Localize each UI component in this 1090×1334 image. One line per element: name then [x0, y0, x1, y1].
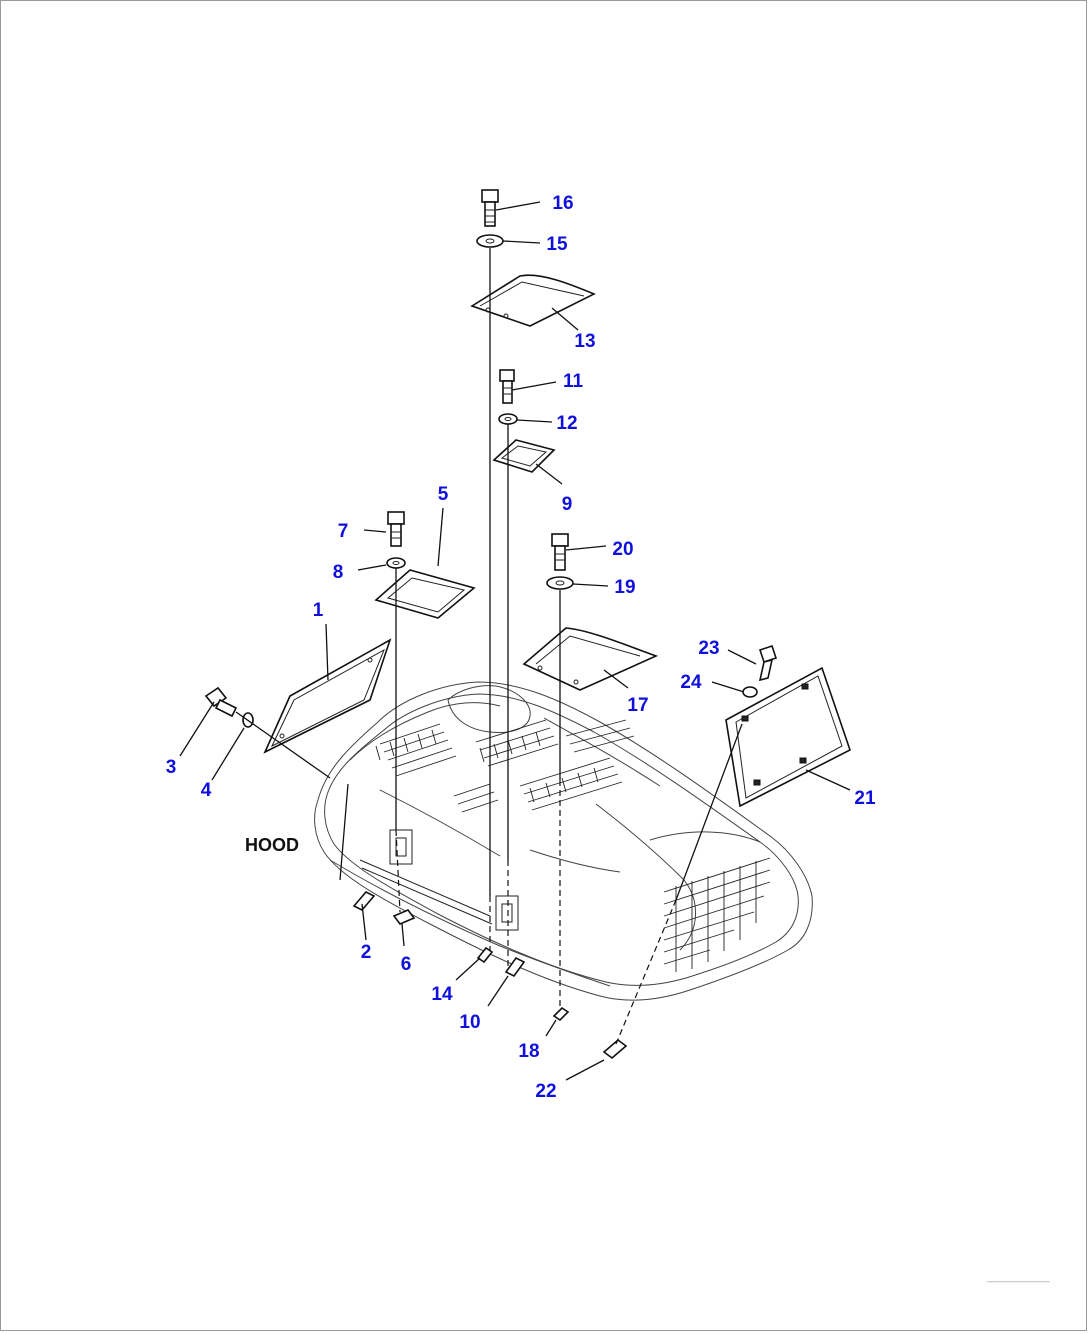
- part-24-washer: [742, 686, 758, 698]
- callout-22: 22: [535, 1081, 556, 1102]
- part-10-nut: [504, 956, 526, 978]
- part-19-washer: [546, 576, 574, 590]
- part-12-washer: [498, 413, 518, 425]
- callout-21: 21: [854, 788, 876, 809]
- callout-20: 20: [612, 539, 633, 560]
- callout-17: 17: [627, 695, 648, 716]
- callout-4: 4: [201, 780, 212, 801]
- part-8-washer: [386, 557, 406, 569]
- diagram-title: HOOD: [245, 835, 299, 855]
- hood-vents: [375, 719, 635, 813]
- hood-body: [314, 681, 813, 1001]
- callout-13: 13: [574, 331, 595, 352]
- part-1-side-panel: [263, 638, 392, 754]
- callout-12: 12: [556, 413, 577, 434]
- part-13-cover: [470, 274, 596, 327]
- callout-9: 9: [562, 494, 573, 515]
- part-22-nut: [602, 1038, 628, 1060]
- footer-code: ———————: [987, 1276, 1050, 1286]
- part-6-nut: [392, 909, 416, 925]
- callouts: 16 15 13 11 12 9 5 7 8 1 20 19 17 23 24 …: [166, 193, 876, 1102]
- callout-24: 24: [680, 672, 702, 693]
- callout-7: 7: [338, 521, 349, 542]
- callout-19: 19: [614, 577, 635, 598]
- part-9-plate: [492, 439, 556, 473]
- hood-latches: [359, 829, 519, 931]
- part-17-cover: [522, 627, 659, 691]
- callout-16: 16: [552, 193, 573, 214]
- part-7-bolt: [387, 511, 405, 547]
- callout-15: 15: [546, 234, 568, 255]
- part-2-nut: [352, 891, 376, 911]
- assembly-lines: [235, 248, 743, 1045]
- part-21-side-panel: [725, 666, 851, 808]
- callout-14: 14: [431, 984, 453, 1005]
- hood-side-grill: [663, 857, 771, 972]
- part-23-bolt: [758, 644, 778, 682]
- part-14-nut: [476, 946, 494, 964]
- callout-6: 6: [401, 954, 412, 975]
- callout-1: 1: [313, 600, 324, 621]
- part-5-plate: [374, 569, 476, 619]
- part-11-bolt: [499, 369, 515, 404]
- part-16-bolt: [481, 189, 499, 227]
- part-3-bolt: [204, 686, 238, 718]
- callout-23: 23: [698, 638, 719, 659]
- callout-3: 3: [166, 757, 177, 778]
- callout-10: 10: [459, 1012, 480, 1033]
- callout-2: 2: [361, 942, 372, 963]
- part-15-washer: [476, 234, 504, 248]
- part-20-bolt: [551, 533, 569, 571]
- callout-5: 5: [438, 484, 449, 505]
- callout-18: 18: [518, 1041, 539, 1062]
- part-18-nut: [552, 1006, 570, 1022]
- leader-lines: [179, 201, 851, 1081]
- callout-11: 11: [563, 371, 584, 392]
- callout-8: 8: [333, 562, 344, 583]
